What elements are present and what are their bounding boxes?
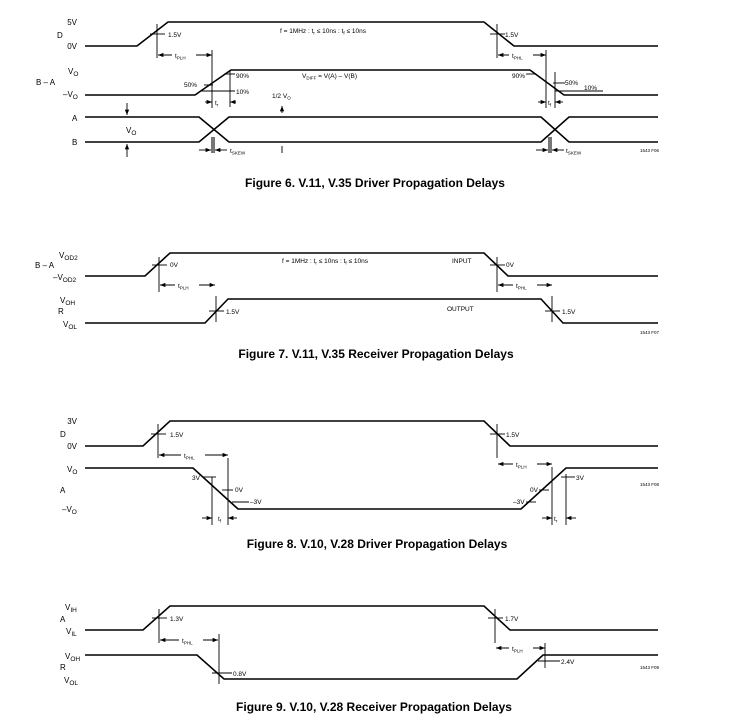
fig7-tplh-label: tPLH [178,283,189,291]
fig8-vm3-left: –3V [250,499,262,506]
fig6-d-high-label: 5V [67,18,77,27]
fig7-tag: 1543 F07 [640,330,660,335]
fig8-d-waveform [85,420,658,447]
fig6-d-low-label: 0V [67,42,77,51]
fig7-output-waveform [85,298,658,324]
fig7-in-low-label: –VOD2 [53,273,77,284]
fig8-a-low-label: –VO [62,505,77,516]
fig6-tskew-right: tSKEW [566,148,582,156]
fig9-a-waveform [85,605,658,631]
fig6-tskew-left: tSKEW [230,148,246,156]
fig8-tag: 1543 F08 [640,482,660,487]
fig7-caption: Figure 7. V.11, V.35 Receiver Propagatio… [238,347,514,361]
fig6-skew-bar-left [211,137,215,153]
fig6-tf-label: tf [548,100,552,108]
fig7-output-label: OUTPUT [447,306,474,313]
fig9-a-low-label: VIL [66,627,77,638]
fig7-out-name: R [58,307,64,316]
figure-9: VIH A VIL VOH R VOL 1.3V 1.7V tPHL tPLH … [60,603,660,714]
fig9-out-th-left: 0.8V [233,671,247,678]
fig6-b-name: B [72,138,77,147]
fig6-tag: 1543 F06 [640,148,660,153]
fig6-tr-label: tr [215,100,219,108]
fig8-d-low-label: 0V [67,442,77,451]
fig8-a-name: A [60,486,66,495]
fig9-r-low-label: VOL [64,676,78,687]
fig7-in-name: B – A [35,261,55,270]
fig6-a-waveform [85,116,658,143]
fig8-v3-right: 3V [576,475,585,482]
fig9-tag: 1543 F09 [640,665,660,670]
fig6-p90-left: 90% [236,73,249,80]
fig7-out-low-label: VOL [63,320,77,331]
fig6-b-waveform [85,116,658,143]
fig6-freq-label: f = 1MHz : tr ≤ 10ns : tf ≤ 10ns [280,28,367,36]
fig8-tplh-label: tPLH [516,462,527,470]
fig8-d-high-label: 3V [67,417,77,426]
fig6-p50-left: 50% [184,82,197,89]
figure-7: VOD2 B – A –VOD2 VOH R VOL 0V 0V tPLH tP… [35,251,660,361]
fig8-v0-left: 0V [235,487,244,494]
fig6-ba-name: B – A [36,78,56,87]
figure-8: 3V D 0V VO A –VO 1.5V 1.5V tPHL tPLH 3V … [60,417,660,551]
fig7-out-th-left: 1.5V [226,309,240,316]
fig6-ba-high-label: VO [68,67,78,78]
fig6-caption: Figure 6. V.11, V.35 Driver Propagation … [245,176,505,190]
fig7-input-label: INPUT [452,258,472,265]
fig9-r-name: R [60,663,66,672]
fig6-half-vo-label: 1/2 VO [272,93,291,101]
fig7-freq-label: f = 1MHz : tr ≤ 10ns : tf ≤ 10ns [282,258,369,266]
fig6-p50-right: 50% [565,80,578,87]
fig6-ba-waveform [85,69,658,96]
fig9-th-right: 1.7V [505,616,519,623]
fig8-th-left: 1.5V [170,432,184,439]
fig9-th-left: 1.3V [170,616,184,623]
fig7-out-th-right: 1.5V [562,309,576,316]
fig7-th-right: 0V [506,262,515,269]
fig9-r-waveform [85,654,658,680]
fig6-d-name: D [57,31,63,40]
fig9-a-high-label: VIH [65,603,77,614]
fig6-tplh-label: tPLH [175,53,186,61]
fig6-d-waveform [85,21,658,47]
fig9-a-name: A [60,615,66,624]
fig6-ba-low-label: –VO [63,90,78,101]
fig9-caption: Figure 9. V.10, V.28 Receiver Propagatio… [236,700,512,714]
fig8-v0-right: 0V [530,487,539,494]
fig9-tplh-label: tPLH [512,646,523,654]
fig8-v3-left: 3V [192,475,201,482]
fig6-tphl-label: tPHL [512,53,523,61]
fig8-vm3-right: –3V [513,499,525,506]
fig9-r-high-label: VOH [65,652,80,663]
fig9-tphl-label: tPHL [182,638,193,646]
fig6-vo-label: VO [126,126,136,137]
fig8-d-name: D [60,430,66,439]
fig7-th-left: 0V [170,262,179,269]
fig6-p90-right: 90% [512,73,525,80]
fig6-p10-right: 10% [584,85,597,92]
fig8-tf-label: tf [218,516,222,524]
figure-6: 5V D 0V VO B – A –VO A B VO 1.5V 1.5V tP… [36,18,660,190]
fig8-a-high-label: VO [67,465,77,476]
fig6-th-left: 1.5V [168,32,182,39]
fig8-a-waveform [85,467,658,510]
fig8-th-right: 1.5V [506,432,520,439]
fig7-in-high-label: VOD2 [59,251,78,262]
fig9-out-th-right: 2.4V [561,659,575,666]
fig8-tphl-label: tPHL [184,453,195,461]
fig7-out-high-label: VOH [60,296,75,307]
fig7-input-waveform [85,252,658,277]
fig6-vdiff-label: VDIFF = V(A) – V(B) [302,73,357,81]
fig6-skew-bar-right [548,137,552,153]
fig8-caption: Figure 8. V.10, V.28 Driver Propagation … [247,537,508,551]
fig6-p10-left: 10% [236,89,249,96]
fig6-th-right: 1.5V [505,32,519,39]
fig8-tr-label: tr [554,516,558,524]
fig7-tphl-label: tPHL [516,283,527,291]
fig6-a-name: A [72,114,78,123]
